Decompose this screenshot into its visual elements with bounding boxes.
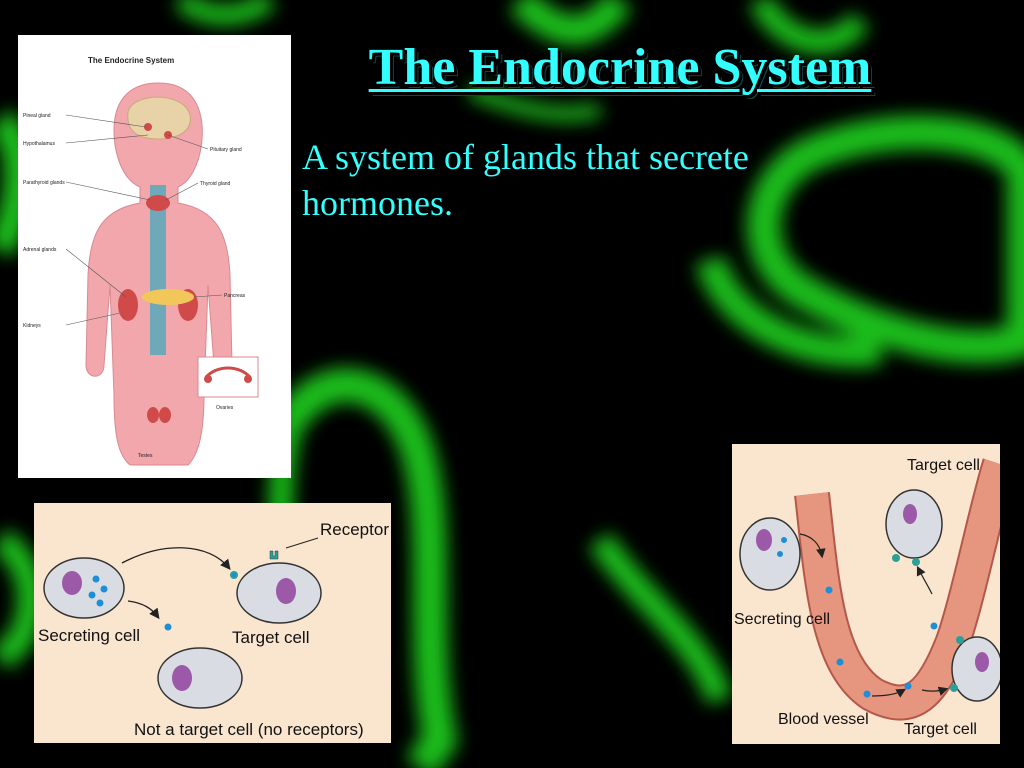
label-ovaries: Ovaries: [216, 405, 234, 411]
label-target-cell-top: Target cell: [907, 457, 980, 474]
slide-body-text: A system of glands that secrete hormones…: [302, 137, 749, 223]
label-non-target-cell: Not a target cell (no receptors): [134, 720, 364, 739]
label-thyroid: Thyroid gland: [200, 181, 231, 187]
body-diagram-title: The Endocrine System: [88, 56, 174, 65]
label-target-cell-bottom: Target cell: [904, 721, 977, 738]
cell-signaling-diagram: Receptor Secreting cell Target cell Not …: [34, 503, 391, 743]
label-kidneys: Kidneys: [23, 323, 41, 329]
label-parathyroid: Parathyroid glands: [23, 180, 65, 186]
non-target-cell: [157, 647, 243, 709]
receptor: [269, 550, 279, 560]
label-pineal: Pineal gland: [23, 113, 51, 119]
slide-title: The Endocrine System: [368, 39, 872, 96]
label-pancreas: Pancreas: [224, 293, 246, 299]
vessel-secreting-cell: [739, 517, 801, 591]
label-vessel-secreting-cell: Secreting cell: [734, 611, 830, 628]
blood-vessel-diagram: Target cell Secreting cell Blood vessel …: [732, 444, 1000, 744]
endocrine-body-diagram: The Endocrine System: [18, 35, 291, 478]
label-hypothalamus: Hypothalamus: [23, 141, 55, 147]
vessel-target-cell-top: [885, 489, 943, 559]
brain: [127, 96, 191, 140]
label-secreting-cell: Secreting cell: [38, 626, 140, 645]
label-blood-vessel: Blood vessel: [778, 711, 869, 728]
label-receptor: Receptor: [320, 520, 389, 539]
label-target-cell: Target cell: [232, 628, 309, 647]
label-adrenal: Adrenal glands: [23, 247, 57, 253]
secreting-cell: [43, 557, 125, 619]
label-testes: Testes: [138, 453, 153, 459]
label-pituitary: Pituitary gland: [210, 147, 242, 153]
vessel-target-cell-bottom: [951, 636, 1000, 702]
